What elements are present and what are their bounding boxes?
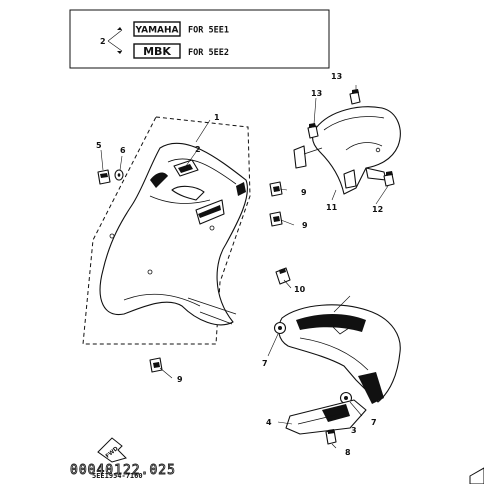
callout-9-b: 9 bbox=[302, 221, 308, 230]
screw-8 bbox=[325, 429, 337, 445]
mbk-emblem: MBK bbox=[133, 43, 181, 59]
brand-yamaha: YAMAHA bbox=[134, 26, 178, 36]
nut-9-b bbox=[269, 211, 283, 227]
clip-7-left bbox=[273, 321, 287, 335]
bolt-13-upper bbox=[349, 89, 361, 105]
callout-9-a: 9 bbox=[301, 188, 307, 197]
callout-7-right: 7 bbox=[371, 418, 377, 427]
callout-4: 4 bbox=[266, 418, 272, 427]
nut-9-a bbox=[269, 181, 283, 197]
nut-9-c bbox=[149, 357, 163, 373]
part-catalog-code: 5EE1954-7160 bbox=[92, 472, 143, 480]
callout-13-lower: 13 bbox=[311, 89, 322, 98]
callout-9-c: 9 bbox=[177, 375, 183, 384]
callout-5: 5 bbox=[96, 141, 102, 150]
under-cover-part bbox=[278, 304, 401, 404]
screw-5 bbox=[97, 169, 111, 185]
legend-row-mbk-label: FOR 5EE2 bbox=[188, 48, 229, 58]
diagram-reference-code: 00040122.025 bbox=[70, 463, 176, 478]
callout-8: 8 bbox=[345, 448, 351, 457]
callout-7-left: 7 bbox=[262, 359, 268, 368]
front-cover-part bbox=[99, 142, 248, 326]
leader-lines bbox=[100, 85, 389, 449]
callout-1: 1 bbox=[214, 113, 220, 122]
fastener-10 bbox=[275, 267, 291, 285]
callout-3: 3 bbox=[351, 426, 357, 435]
callout-13-upper: 13 bbox=[331, 72, 342, 81]
callout-10: 10 bbox=[294, 285, 306, 294]
callout-2: 2 bbox=[195, 145, 201, 154]
callout-6: 6 bbox=[120, 146, 126, 155]
yamaha-emblem: YAMAHA bbox=[133, 21, 181, 37]
bolt-13-lower bbox=[307, 123, 319, 139]
bracket-part bbox=[285, 399, 367, 435]
bolt-12 bbox=[383, 171, 395, 187]
front-fender-part bbox=[293, 106, 401, 195]
brand-mbk: MBK bbox=[143, 45, 171, 58]
brand-legend: 2 YAMAHA FOR 5EE1 MBK FOR 5EE2 bbox=[69, 9, 330, 69]
legend-ref-number: 2 bbox=[100, 37, 106, 46]
callout-12: 12 bbox=[372, 205, 383, 214]
emblem-part bbox=[173, 159, 199, 177]
fwd-arrow: FWD bbox=[97, 437, 127, 463]
page-corner-mark bbox=[469, 467, 484, 484]
legend-row-yamaha-label: FOR 5EE1 bbox=[188, 26, 229, 36]
washer-6 bbox=[114, 169, 124, 181]
callout-11: 11 bbox=[326, 203, 338, 212]
callout-labels: 1 2 3 4 5 6 7 7 8 9 9 9 10 11 12 13 13 bbox=[96, 72, 383, 457]
